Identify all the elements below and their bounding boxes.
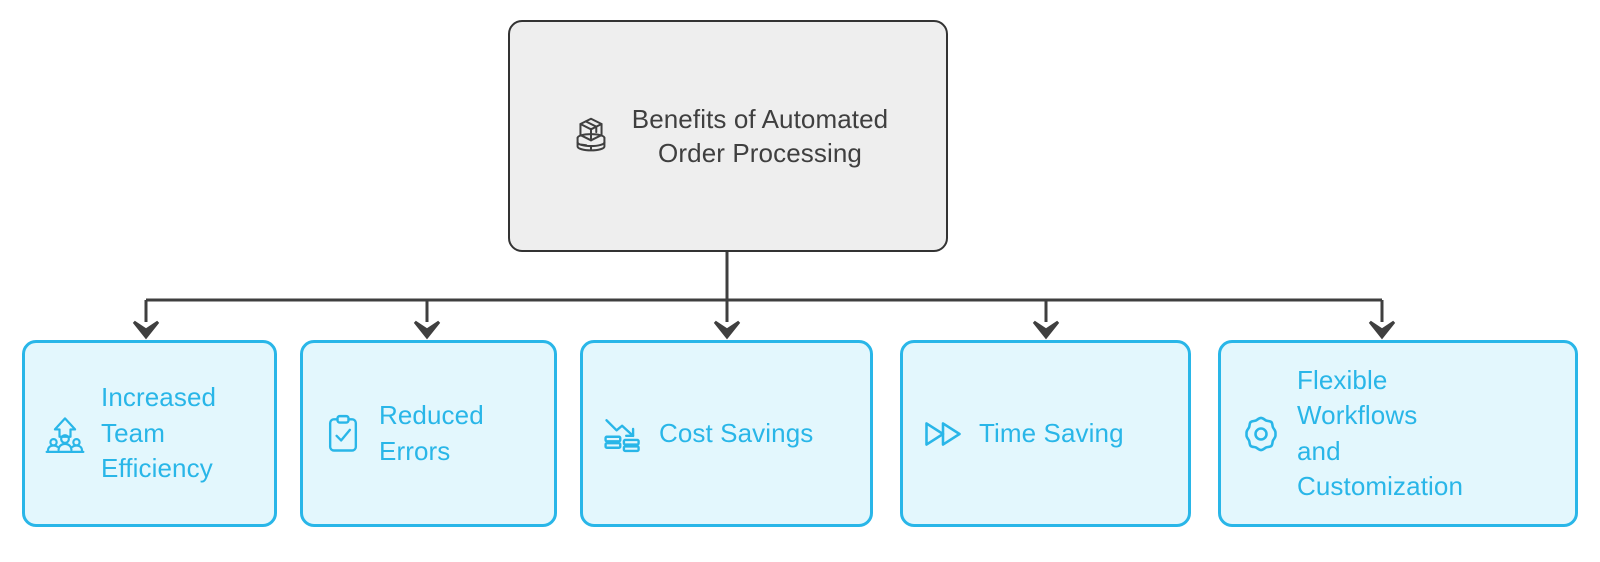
benefit-card-label: Time Saving [979,417,1124,448]
benefit-card-label: Increased Team Efficiency [101,382,217,484]
arrow-head-3 [713,320,741,340]
gear-cog-icon [1245,416,1277,451]
benefit-card-label: Cost Savings [659,417,814,448]
arrow-head-5 [1368,320,1396,340]
benefit-card-flexible-workflows[interactable]: Flexible Workflows and Customization [1218,340,1578,527]
benefit-card-reduced-errors[interactable]: Reduced Errors [300,340,557,527]
benefit-card-time-saving[interactable]: Time Saving [900,340,1191,527]
team-growth-arrow-icon [45,416,85,453]
package-box-on-platform-icon [576,117,606,152]
root-node[interactable]: Benefits of Automated Order Processing [508,20,948,252]
benefit-card-increased-team-efficiency[interactable]: Increased Team Efficiency [22,340,277,527]
benefit-card-cost-savings[interactable]: Cost Savings [580,340,873,527]
fast-forward-icon [925,421,961,446]
arrow-head-1 [132,320,160,340]
declining-cost-chart-icon [604,418,640,452]
clipboard-check-icon [328,414,358,452]
benefit-card-label: Flexible Workflows and Customization [1297,364,1464,501]
arrow-head-4 [1032,320,1060,340]
benefit-card-label: Reduced Errors [379,400,484,466]
arrow-head-2 [413,320,441,340]
root-title: Benefits of Automated Order Processing [631,103,889,168]
